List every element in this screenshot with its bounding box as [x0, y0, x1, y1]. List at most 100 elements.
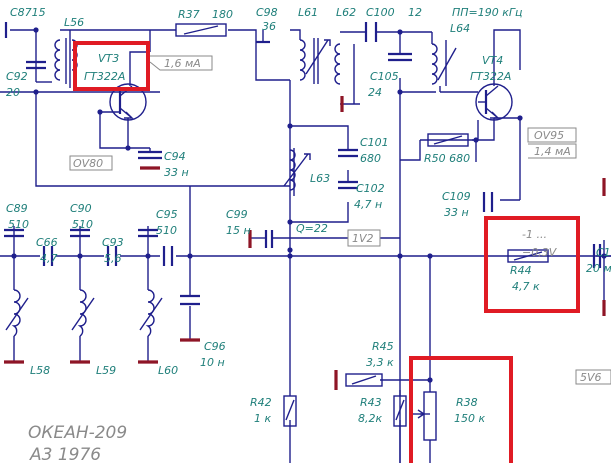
- component-labels: C8715 L56 R37 180 C98 36 L61 L62 C100 12…: [6, 6, 611, 463]
- capacitor-c101: [338, 148, 358, 158]
- watermark-year: А3 1976: [29, 445, 101, 463]
- capacitor-c10x: [592, 244, 602, 268]
- coil-l58: [5, 289, 29, 337]
- capacitor-c93: [106, 246, 118, 266]
- capacitor-c92: [26, 60, 46, 70]
- label-ov95: OV95: [534, 129, 564, 142]
- label-c92: C92: [6, 70, 28, 83]
- label-r43: R43: [360, 396, 382, 409]
- label-r37-value: 180: [212, 8, 233, 21]
- coil-l64: [431, 40, 457, 86]
- resistor-r37: [175, 23, 227, 37]
- label-c96-value: 10 н: [200, 356, 225, 369]
- label-c95: C95: [156, 208, 178, 221]
- label-c90: C90: [70, 202, 92, 215]
- resistor-r45: [345, 373, 383, 387]
- label-1v2: 1V2: [352, 232, 374, 245]
- label-voltage-range-1: -1 ...: [522, 228, 547, 241]
- label-c66: C66: [36, 236, 58, 249]
- capacitor-c66: [42, 246, 54, 266]
- label-r38-value: 150 к: [454, 412, 485, 425]
- capacitor-c102: [338, 180, 358, 190]
- capacitor-c105: [388, 52, 412, 62]
- label-c105-value: 24: [368, 86, 382, 99]
- label-c10x: C10: [596, 246, 611, 259]
- label-c99-value: 15 н: [226, 224, 251, 237]
- potentiometer-r38: [412, 391, 437, 441]
- ground-marks: [4, 96, 606, 390]
- capacitor-c95-top: [138, 228, 158, 238]
- label-r45: R45: [372, 340, 394, 353]
- label-l63: L63: [310, 172, 330, 185]
- capacitor-c90: [70, 228, 90, 238]
- capacitor-c96: [180, 294, 200, 306]
- label-l62: L62: [336, 6, 356, 19]
- label-r44: R44: [510, 264, 532, 277]
- label-c109: C109: [442, 190, 471, 203]
- label-r37: R37: [178, 8, 200, 21]
- coil-l62: [334, 43, 341, 85]
- label-ov80: OV80: [73, 157, 103, 170]
- label-vt3: VT3: [98, 52, 119, 65]
- capacitor-c89: [4, 228, 24, 238]
- label-c94-value: 33 н: [164, 166, 189, 179]
- label-l59: L59: [96, 364, 116, 377]
- label-r38: R38: [456, 396, 478, 409]
- label-c98-value: 36: [262, 20, 276, 33]
- resistor-r42: [283, 395, 297, 427]
- resistor-r43: [393, 395, 407, 427]
- label-c99: C99: [226, 208, 248, 221]
- label-c90-value: 510: [72, 218, 93, 231]
- measurement-boxes: [69, 55, 611, 385]
- wires: [0, 29, 611, 463]
- label-c92-value: 20: [6, 86, 20, 99]
- label-l60: L60: [158, 364, 178, 377]
- coil-l60: [139, 289, 163, 337]
- highlight-boxes: [73, 41, 580, 463]
- coil-l61: [299, 38, 331, 84]
- label-vt4: VT4: [482, 54, 503, 67]
- label-r43-value: 8,2к: [358, 412, 382, 425]
- capacitor-c100: [364, 22, 378, 42]
- label-c100: C100: [366, 6, 395, 19]
- label-c109-value: 33 н: [444, 206, 469, 219]
- label-c95-value: 510: [156, 224, 177, 237]
- label-r42-value: 1 к: [254, 412, 271, 425]
- label-r44-value: 4,7 к: [512, 280, 540, 293]
- transistor-vt4: [475, 83, 513, 121]
- label-vt3-current: 1,6 мА: [164, 57, 201, 70]
- label-c89: C89: [6, 202, 28, 215]
- label-c101-value: 680: [360, 152, 381, 165]
- label-c105: C105: [370, 70, 399, 83]
- resistor-r44: [507, 249, 549, 263]
- label-r50: R50 680: [424, 152, 470, 165]
- label-if-note: ПП=190 кГц: [452, 6, 523, 19]
- resistor-r50: [427, 133, 469, 147]
- label-l61: L61: [298, 6, 318, 19]
- label-5v6: 5V6: [580, 371, 602, 384]
- label-vt4-type: ГТ322А: [470, 70, 511, 83]
- label-r45-value: 3,3 к: [366, 356, 394, 369]
- label-r42: R42: [250, 396, 272, 409]
- watermark-model: ОКЕАН-209: [28, 423, 127, 443]
- label-c10x-value: 20 м: [586, 262, 611, 275]
- label-voltage-range-2: −0,3V: [522, 246, 558, 259]
- label-c8715: C8715: [10, 6, 46, 19]
- capacitor-c94: [138, 150, 162, 160]
- label-vt4-current: 1,4 мА: [534, 145, 571, 158]
- label-c100-value: 12: [408, 6, 422, 19]
- label-c98: C98: [256, 6, 278, 19]
- label-l58: L58: [30, 364, 50, 377]
- junctions: [11, 27, 607, 383]
- label-q22: Q=22: [296, 222, 328, 235]
- label-c101: C101: [360, 136, 389, 149]
- label-c96: C96: [204, 340, 226, 353]
- label-c93-value: 5,6: [104, 252, 122, 265]
- capacitor-c95-series: [162, 246, 174, 266]
- label-l64: L64: [450, 22, 470, 35]
- label-c89-value: 510: [8, 218, 29, 231]
- coil-l59: [71, 289, 95, 337]
- capacitor-c98: [256, 30, 270, 44]
- label-vt3-type: ГТ322А: [84, 70, 125, 83]
